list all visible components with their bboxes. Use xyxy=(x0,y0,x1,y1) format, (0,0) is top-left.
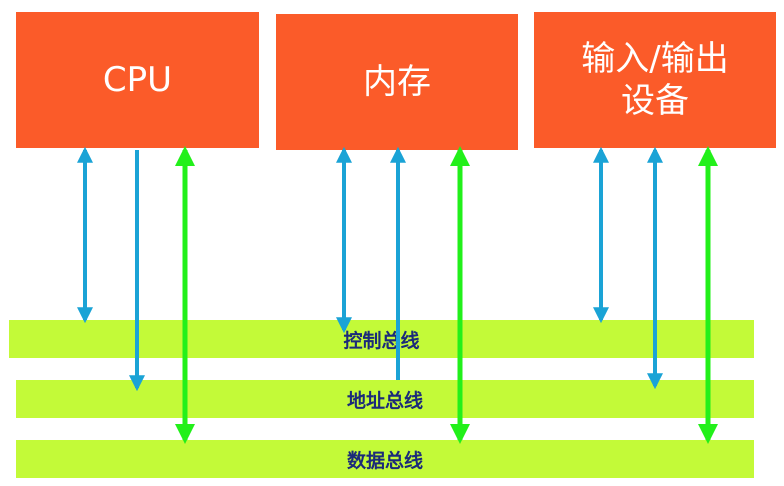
memory-label: 内存 xyxy=(363,61,431,102)
address-bus: 地址总线 xyxy=(16,380,754,418)
data-bus: 数据总线 xyxy=(16,440,754,478)
io-device-label: 输入/输出 设备 xyxy=(581,38,729,122)
control-bus: 控制总线 xyxy=(9,320,754,358)
address-bus-label: 地址总线 xyxy=(346,389,423,412)
io-device-box: 输入/输出 设备 xyxy=(534,12,776,148)
memory-box: 内存 xyxy=(276,14,518,150)
control-bus-label: 控制总线 xyxy=(343,329,420,352)
cpu-box: CPU xyxy=(16,12,259,148)
data-bus-label: 数据总线 xyxy=(346,449,423,472)
cpu-label: CPU xyxy=(102,59,173,100)
